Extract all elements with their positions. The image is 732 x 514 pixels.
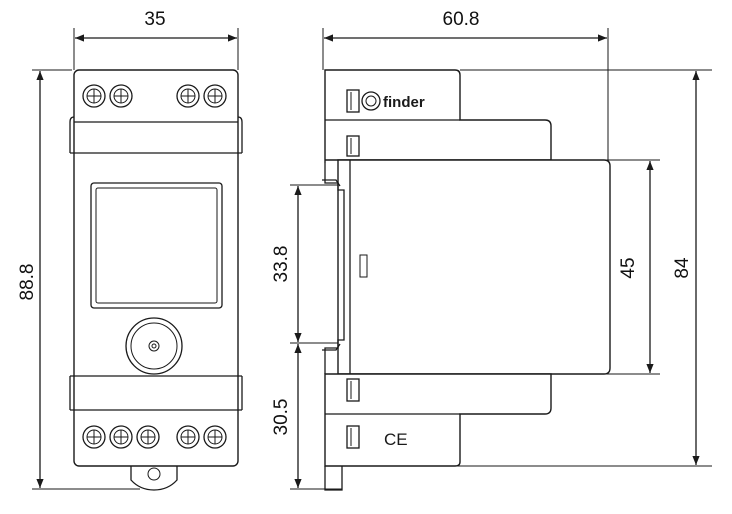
front-cover (337, 159, 611, 375)
terminal-screw-icon (109, 425, 133, 449)
dim-front-height: 88.8 (17, 264, 38, 301)
selector-knob (125, 317, 183, 375)
top-terminal-screws (82, 84, 227, 108)
din-rail-channel (324, 163, 345, 374)
dim-side-height: 84 (672, 257, 693, 279)
front-view: 35 88.8 (17, 9, 243, 491)
terminal-screw-icon (203, 425, 227, 449)
terminal-screw-icon (82, 84, 106, 108)
terminal-window-3 (346, 378, 360, 402)
terminal-screw-icon (203, 84, 227, 108)
terminal-window-2 (346, 135, 360, 157)
upper-terminal-block (324, 69, 552, 163)
front-housing (73, 69, 239, 467)
dim-rail-lower: 30.5 (271, 399, 292, 436)
terminal-screw-icon (82, 425, 106, 449)
dim-front-width: 35 (144, 9, 165, 30)
dim-side-depth: 60.8 (443, 9, 480, 30)
side-view: finder CE 60.8 84 45 33.8 30.5 (271, 9, 712, 491)
terminal-screw-icon (176, 84, 200, 108)
terminal-window-1 (346, 89, 360, 113)
rail-foot (324, 466, 343, 491)
display-window (90, 182, 223, 309)
din-clip (130, 466, 178, 491)
bottom-terminal-screws (82, 425, 227, 449)
dim-rail-upper: 33.8 (271, 246, 292, 283)
terminal-window-4 (346, 425, 360, 449)
ce-mark: CE (384, 430, 408, 449)
brand-label: finder (383, 94, 425, 111)
dim-cover-height: 45 (618, 257, 639, 278)
terminal-screw-icon (136, 425, 160, 449)
finder-logo-icon (361, 91, 381, 111)
terminal-screw-icon (109, 84, 133, 108)
cover-slot (359, 254, 368, 278)
terminal-screw-icon (176, 425, 200, 449)
finder-logo: finder (361, 91, 425, 111)
